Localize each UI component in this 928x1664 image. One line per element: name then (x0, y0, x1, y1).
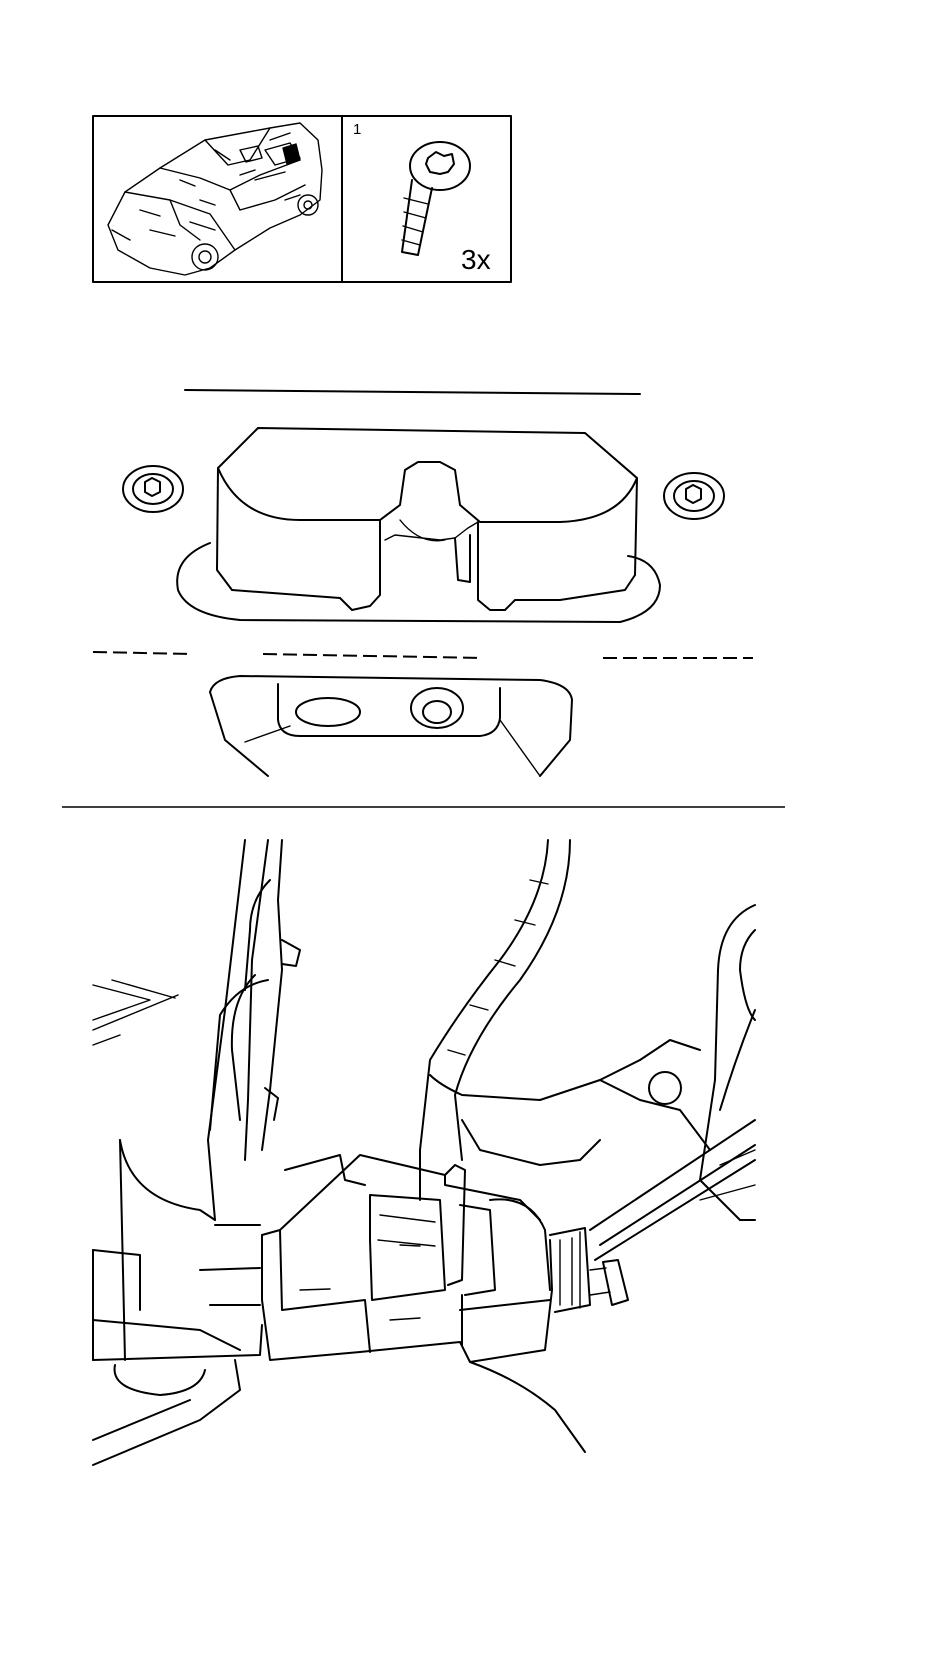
left-screw-icon (122, 465, 184, 513)
quantity-label: 3x (461, 244, 491, 275)
right-screw-icon (663, 472, 725, 520)
lamp-housing-view (92, 389, 753, 777)
vehicle-location-icon (107, 122, 323, 276)
torx-screw-icon (401, 141, 471, 256)
callout-number: 1 (353, 121, 362, 138)
lamp-lens (209, 675, 573, 777)
connector-detail-view (92, 839, 756, 1466)
legend-box (92, 115, 512, 283)
